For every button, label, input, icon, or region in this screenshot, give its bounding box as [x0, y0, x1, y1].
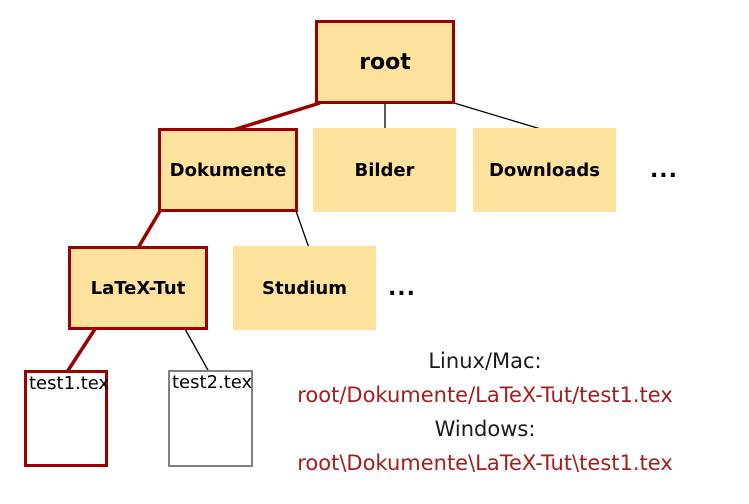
- edge-latextut-test1: [65, 328, 97, 373]
- node-dokumente: Dokumente: [158, 128, 298, 212]
- file-test2: test2.tex: [168, 370, 253, 467]
- linux-mac-label: Linux/Mac:: [428, 349, 542, 373]
- path-examples: Linux/Mac: root/Dokumente/LaTeX-Tut/test…: [280, 344, 690, 480]
- node-root: root: [315, 20, 455, 104]
- windows-path: root\Dokumente\LaTeX-Tut\test1.tex: [297, 451, 673, 475]
- edge-root-downloads: [453, 102, 545, 131]
- node-studium: Studium: [233, 246, 376, 330]
- ellipsis-level2: ...: [649, 157, 679, 183]
- node-bilder: Bilder: [313, 128, 456, 212]
- edge-latextut-test2: [184, 328, 210, 373]
- edge-dokumente-studium: [295, 210, 310, 249]
- node-downloads: Downloads: [473, 128, 616, 212]
- file-test1: test1.tex: [24, 370, 109, 467]
- linux-mac-path: root/Dokumente/LaTeX-Tut/test1.tex: [297, 383, 673, 407]
- node-latex-tut: LaTeX-Tut: [68, 246, 208, 330]
- edge-dokumente-latextut: [136, 210, 162, 249]
- ellipsis-level3: ...: [387, 275, 417, 301]
- edge-root-dokumente: [232, 101, 321, 132]
- windows-label: Windows:: [434, 417, 536, 441]
